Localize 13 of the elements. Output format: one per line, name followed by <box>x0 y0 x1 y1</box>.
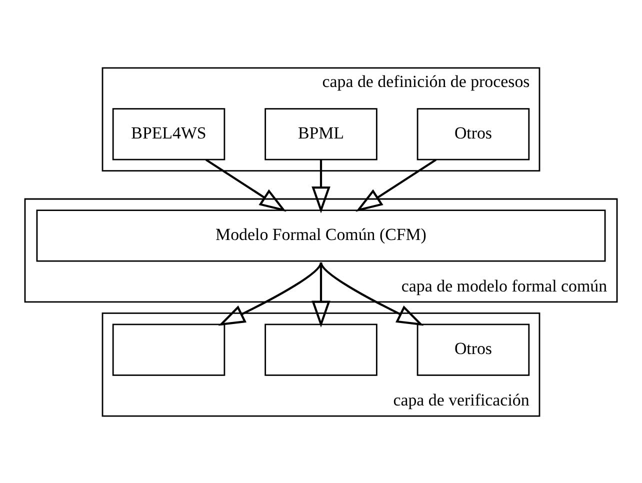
arrow <box>312 159 330 213</box>
node-box <box>112 323 226 376</box>
node-box: Modelo Formal Común (CFM) <box>36 209 606 262</box>
arrow <box>218 262 322 326</box>
arrow <box>356 158 437 212</box>
node-box: Otros <box>416 108 530 160</box>
node-box: BPEL4WS <box>112 108 226 160</box>
node-box: Otros <box>416 323 530 376</box>
arrow <box>205 158 286 212</box>
node-box <box>264 323 378 376</box>
arrow <box>320 262 424 326</box>
node-box: BPML <box>264 108 378 160</box>
arrow <box>312 262 330 328</box>
